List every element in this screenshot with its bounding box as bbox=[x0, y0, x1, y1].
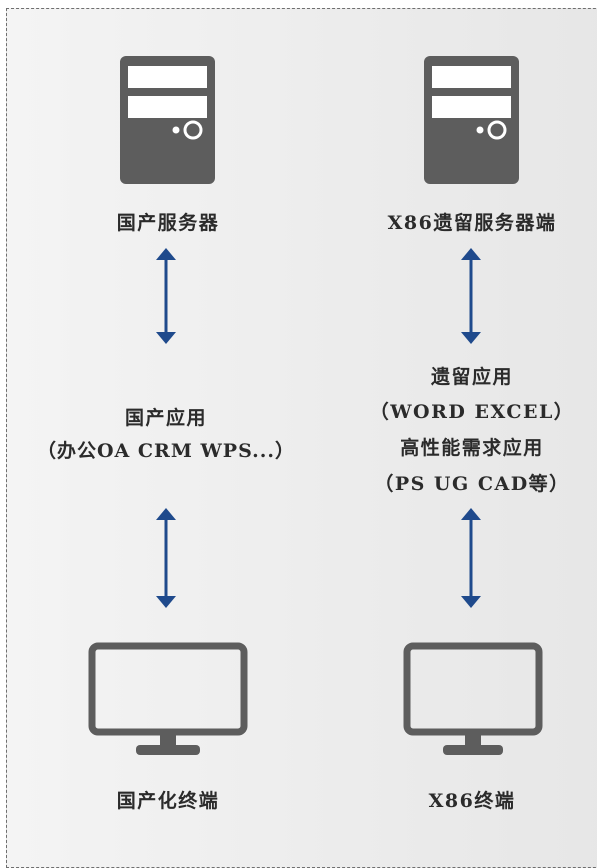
right-terminal-label: X86终端 bbox=[428, 790, 516, 812]
left-terminal-label: 国产化终端 bbox=[116, 790, 220, 812]
left-monitor-icon bbox=[88, 642, 248, 760]
right-legacy-app-detail: （WORD EXCEL） bbox=[369, 401, 575, 423]
left-server-label: 国产服务器 bbox=[116, 212, 220, 234]
left-server-icon bbox=[120, 56, 215, 184]
right-legacy-app-title: 遗留应用 bbox=[430, 366, 513, 388]
right-server-label: X86遗留服务器端 bbox=[387, 212, 557, 234]
right-hpc-app-title: 高性能需求应用 bbox=[400, 437, 544, 459]
right-top-double-arrow-icon bbox=[461, 248, 481, 344]
left-app-detail: （办公OA CRM WPS...） bbox=[37, 440, 295, 462]
left-bottom-double-arrow-icon bbox=[156, 508, 176, 608]
right-monitor-icon bbox=[403, 642, 543, 760]
left-top-double-arrow-icon bbox=[156, 248, 176, 344]
right-server-icon bbox=[424, 56, 519, 184]
right-bottom-double-arrow-icon bbox=[461, 508, 481, 608]
left-app-title: 国产应用 bbox=[124, 407, 207, 429]
right-hpc-app-detail: （PS UG CAD等） bbox=[374, 473, 570, 495]
